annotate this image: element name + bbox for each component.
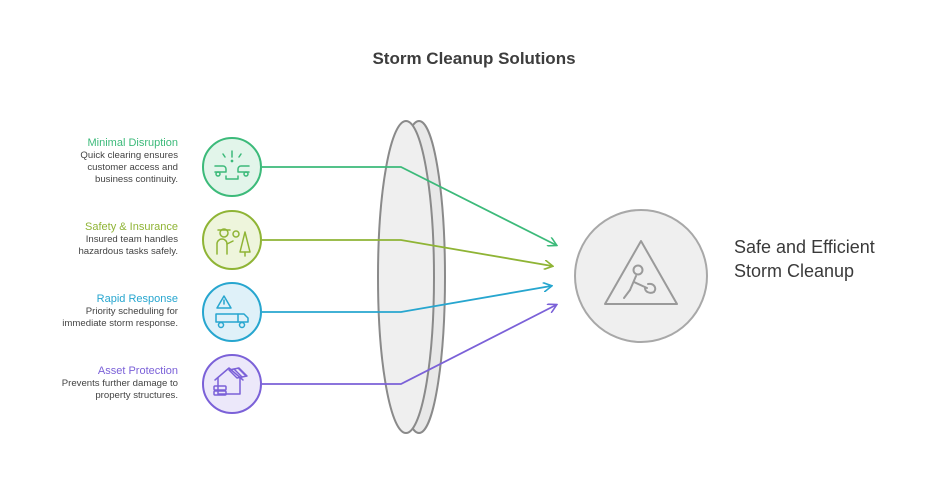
lens [377, 120, 446, 434]
item-description-line: property structures. [95, 390, 178, 401]
connectors [262, 166, 556, 385]
item-description-line: Priority scheduling for [85, 306, 178, 317]
result-label-line: Storm Cleanup [734, 261, 855, 281]
result-label: Safe and Efficient Storm Cleanup [734, 235, 875, 283]
item-heading: Rapid Response [96, 293, 178, 305]
item-heading: Minimal Disruption [87, 137, 178, 149]
warning-shovel-icon [604, 240, 678, 305]
result-node [574, 209, 708, 343]
item-node-asset-protection [202, 354, 262, 414]
connector-asset-protection [262, 305, 556, 385]
worker-tree-icon [216, 228, 251, 257]
traffic-cars-icon [214, 150, 250, 180]
item-heading: Asset Protection [97, 365, 178, 377]
connector-rapid-response [262, 286, 551, 313]
item-node-minimal-disruption [202, 137, 262, 197]
item-description-line: Insured team handles [85, 234, 178, 245]
item-description-line: customer access and [87, 162, 178, 173]
connector-safety-insurance [262, 239, 552, 266]
item-node-safety-insurance [202, 210, 262, 270]
item-description-line: Prevents further damage to [61, 378, 178, 389]
warning-truck-icon [215, 295, 249, 329]
item-node-rapid-response [202, 282, 262, 342]
result-label-line: Safe and Efficient [734, 237, 875, 257]
item-description-line: Quick clearing ensures [80, 150, 178, 161]
item-label-minimal-disruption: Minimal Disruption Quick clearing ensure… [0, 137, 178, 186]
item-label-asset-protection: Asset Protection Prevents further damage… [0, 365, 178, 402]
diagram-title: Storm Cleanup Solutions [372, 49, 576, 68]
item-description-line: business continuity. [94, 174, 178, 185]
house-solar-icon [213, 367, 248, 396]
item-description-line: hazardous tasks safely. [78, 246, 178, 257]
item-label-safety-insurance: Safety & Insurance Insured team handles … [0, 221, 178, 258]
connector-minimal-disruption [262, 166, 556, 245]
item-description-line: immediate storm response. [62, 318, 178, 329]
item-heading: Safety & Insurance [85, 221, 178, 233]
item-label-rapid-response: Rapid Response Priority scheduling for i… [0, 293, 178, 330]
